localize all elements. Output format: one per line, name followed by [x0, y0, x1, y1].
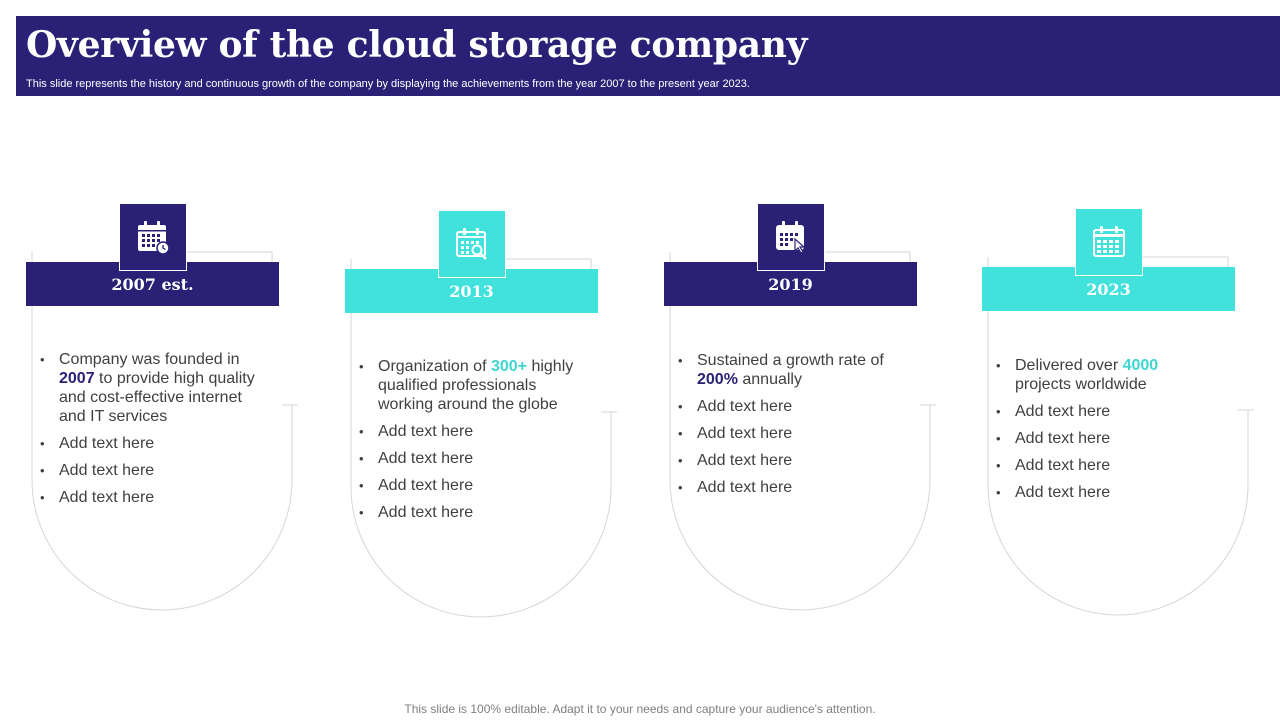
icon-box	[119, 203, 187, 271]
list-item: Sustained a growth rate of 200% annually	[678, 351, 893, 389]
year-label: 2019	[768, 274, 813, 294]
timeline-card-2013: 2013 Organization of 300+ highly qualifi…	[345, 207, 617, 627]
calendar-grid-icon	[1093, 226, 1125, 257]
list-item: Company was founded in 2007 to provide h…	[40, 350, 255, 426]
bullet-list: Delivered over 4000 projects worldwide A…	[996, 356, 1211, 510]
header-banner: Overview of the cloud storage company Th…	[16, 16, 1280, 96]
list-item: Add text here	[359, 449, 574, 468]
list-item: Add text here	[359, 503, 574, 522]
list-item: Add text here	[678, 478, 893, 497]
icon-box	[1075, 208, 1143, 276]
icon-box	[438, 210, 506, 278]
year-bar: 2013	[345, 269, 598, 313]
list-item: Organization of 300+ highly qualified pr…	[359, 357, 574, 414]
list-item: Add text here	[40, 434, 255, 453]
list-item: Delivered over 4000 projects worldwide	[996, 356, 1211, 394]
timeline-card-2019: 2019 Sustained a growth rate of 200% ann…	[664, 200, 936, 620]
page-subtitle: This slide represents the history and co…	[26, 78, 750, 90]
calendar-cursor-icon	[776, 221, 806, 254]
list-item: Add text here	[996, 402, 1211, 421]
list-item: Add text here	[359, 476, 574, 495]
icon-box	[757, 203, 825, 271]
list-item: Add text here	[678, 451, 893, 470]
list-item: Add text here	[996, 456, 1211, 475]
list-item: Add text here	[678, 397, 893, 416]
year-label: 2023	[1086, 279, 1131, 299]
page-title: Overview of the cloud storage company	[26, 24, 808, 66]
list-item: Add text here	[996, 483, 1211, 502]
bullet-list: Company was founded in 2007 to provide h…	[40, 350, 255, 515]
year-bar: 2023	[982, 267, 1235, 311]
bullet-list: Sustained a growth rate of 200% annually…	[678, 351, 893, 505]
footer-note: This slide is 100% editable. Adapt it to…	[404, 702, 876, 716]
timeline-card-2023: 2023 Delivered over 4000 projects worldw…	[982, 205, 1254, 625]
timeline-card-2007: 2007 est. Company was founded in 2007 to…	[26, 200, 298, 620]
list-item: Add text here	[40, 461, 255, 480]
list-item: Add text here	[359, 422, 574, 441]
calendar-clock-icon	[138, 221, 170, 255]
list-item: Add text here	[678, 424, 893, 443]
list-item: Add text here	[40, 488, 255, 507]
bullet-list: Organization of 300+ highly qualified pr…	[359, 357, 574, 530]
year-label: 2013	[449, 281, 494, 301]
calendar-search-icon	[456, 228, 487, 260]
year-label: 2007 est.	[111, 274, 194, 294]
list-item: Add text here	[996, 429, 1211, 448]
